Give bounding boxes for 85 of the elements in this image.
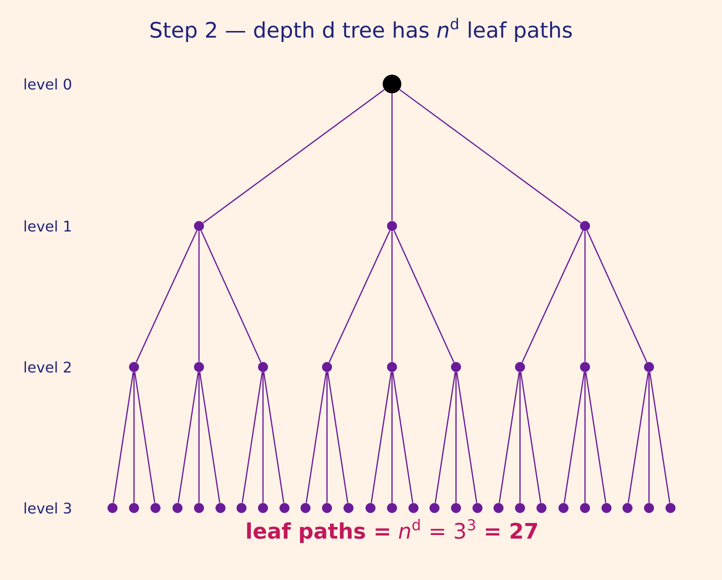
tree-edge	[178, 372, 199, 503]
level-label: level 3	[24, 502, 71, 514]
tree-edge	[434, 372, 456, 503]
tree-node	[430, 502, 440, 513]
tree-edge	[522, 230, 584, 362]
tree-edge	[242, 372, 263, 503]
root-node	[382, 74, 402, 94]
tree-edge	[198, 372, 200, 503]
tree-node	[194, 502, 204, 513]
tree-edge	[391, 372, 393, 503]
tree-node	[515, 362, 525, 372]
tree-edge	[326, 372, 328, 503]
tree-edge	[456, 372, 478, 503]
tree-edge	[519, 372, 521, 503]
tree-node	[129, 362, 139, 372]
tree-edge	[306, 372, 327, 503]
tree-node	[580, 502, 590, 513]
tree-node	[344, 502, 354, 513]
level-label: level 1	[24, 220, 71, 232]
tree-node	[580, 362, 590, 372]
tree-edge	[262, 372, 264, 503]
tree-node	[536, 502, 546, 513]
tree-node	[644, 362, 654, 372]
tree-edge	[498, 372, 520, 503]
tree-node	[602, 502, 612, 513]
tree-edge	[370, 372, 392, 503]
tree-edge	[455, 372, 457, 503]
tree-edge	[628, 372, 649, 503]
tree-node	[280, 502, 290, 513]
tree-node	[666, 502, 676, 513]
tree-node	[300, 502, 310, 513]
tree-edge	[584, 372, 586, 503]
tree-edge	[328, 230, 390, 362]
tree-node	[322, 362, 332, 372]
tree-edge	[520, 372, 542, 503]
tree-node	[129, 502, 139, 513]
tree-edge	[199, 372, 220, 503]
tree-node	[644, 502, 654, 513]
tree-node	[515, 502, 525, 513]
tree-node	[258, 502, 268, 513]
tree-node	[387, 220, 397, 231]
tree-edge	[327, 372, 348, 503]
tree-node	[451, 362, 461, 372]
tree-node	[172, 502, 182, 513]
tree-edge	[200, 230, 262, 362]
tree-node	[194, 220, 204, 231]
tree-node	[194, 362, 204, 372]
tree-node	[322, 502, 332, 513]
tree-edge	[134, 372, 156, 503]
tree-edge	[133, 372, 135, 503]
tree-edge	[392, 372, 414, 503]
tree-node	[494, 502, 504, 513]
tree-edge	[584, 231, 586, 362]
tree-edge	[202, 89, 385, 224]
tree-edge	[648, 372, 650, 503]
tree-node	[472, 502, 482, 513]
tree-edge	[586, 230, 648, 362]
tree-edge	[649, 372, 670, 503]
tree-node	[366, 502, 376, 513]
tree-node	[580, 220, 590, 231]
tree-edge	[564, 372, 585, 503]
tree-edge	[585, 372, 606, 503]
tree-edge	[391, 94, 393, 221]
tree-node	[108, 502, 118, 513]
tree-edge	[263, 372, 284, 503]
tree-edge	[399, 89, 582, 224]
tree-node	[558, 502, 568, 513]
tree-edge	[112, 372, 134, 503]
tree-node	[258, 362, 268, 372]
tree-node	[451, 502, 461, 513]
tree-node	[387, 362, 397, 372]
tree-node	[216, 502, 226, 513]
level-label: level 2	[24, 361, 71, 373]
tree-edge	[394, 230, 454, 362]
tree-edge	[136, 230, 198, 362]
tree-node	[622, 502, 632, 513]
tree-node	[150, 502, 160, 513]
tree-node	[387, 502, 397, 513]
tree-edge	[198, 231, 200, 362]
tree-node	[408, 502, 418, 513]
tree-edge	[391, 231, 393, 362]
tree-node	[236, 502, 246, 513]
level-label: level 0	[24, 78, 72, 90]
result-label: leaf paths = n$^{d}$ = 3$^{3}$ = 27	[247, 518, 537, 544]
title: Step 2 — depth d tree has n$^{d}$ leaf paths	[150, 18, 572, 42]
